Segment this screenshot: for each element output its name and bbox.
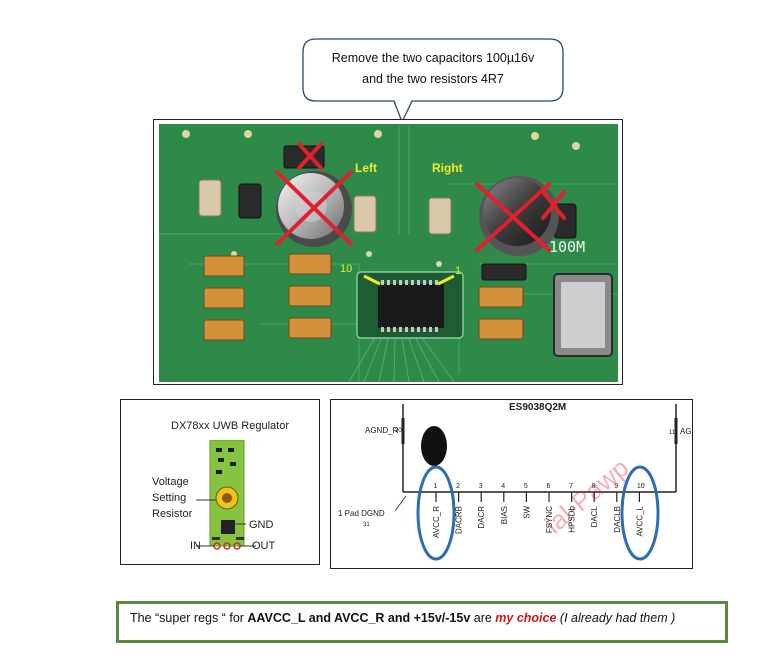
note-part-4: my choice [495, 611, 557, 625]
regulator-board [196, 440, 256, 550]
callout-line-2: and the two resistors 4R7 [362, 72, 504, 86]
pin-8-name: DACL [590, 505, 599, 527]
pin-6-name: FSYNC [545, 506, 554, 533]
regulator-title: DX78xx UWB Regulator [171, 420, 289, 432]
pin-2-number: 2 [456, 483, 460, 490]
pin-1-name: AVCC_R [432, 506, 441, 538]
avcc-r-highlight [416, 465, 456, 561]
pin-7-name: HPSDb [568, 505, 577, 532]
pad-label: 1 Pad DGND [338, 509, 385, 518]
pin-8-number: 8 [592, 483, 596, 490]
pin-10-name: AVCC_L [635, 505, 644, 536]
pin-2-name: DACRB [455, 506, 464, 534]
chip-name: ES9038Q2M [509, 402, 566, 413]
board-marking: 100M [549, 238, 585, 256]
label-voltage: Voltage [152, 476, 189, 488]
pin-9-number: 9 [614, 483, 618, 490]
pin-30-label: 30 [395, 428, 402, 434]
pin-10-number: 10 [637, 483, 645, 490]
pin-4-name: BIAS [500, 506, 509, 524]
callout-bubble [302, 38, 564, 124]
pin-1-marker [421, 426, 447, 466]
label-left: Left [355, 161, 377, 175]
pin-4-number: 4 [501, 483, 505, 490]
pin-10-label: 10 [340, 263, 352, 275]
label-resistor: Resistor [152, 508, 193, 520]
pin-1-label: 1 [455, 265, 461, 277]
voltage-setting-resistor-label: Voltage Setting Resistor [152, 474, 192, 522]
agnd-l-label: AGND_L [680, 427, 693, 436]
pcb-photo: Left Right 10 1 100M [159, 124, 618, 382]
pin-11-label: 11 [669, 430, 676, 436]
pin-9-name: DACLB [613, 506, 622, 533]
pin-5-number: 5 [524, 483, 528, 490]
pin-3-number: 3 [479, 483, 483, 490]
avcc-l-highlight [620, 465, 660, 561]
note-part-5: (I already had them ) [556, 611, 676, 625]
note-text: The “super regs “ for AAVCC_L and AVCC_R… [130, 611, 720, 625]
pin-7-number: 7 [569, 483, 573, 490]
schematic-frame: ES9038Q2M AGND_R 30 11 AGND_L 1 Pad DGND… [330, 399, 693, 569]
label-gnd: GND [249, 519, 274, 531]
note-part-1: The “super regs “ for [130, 611, 248, 625]
label-right: Right [432, 161, 463, 175]
label-setting: Setting [152, 492, 187, 504]
pin-3-name: DACR [477, 506, 486, 529]
note-part-3: are [470, 611, 496, 625]
schematic-diagram: ES9038Q2M AGND_R 30 11 AGND_L 1 Pad DGND… [338, 402, 693, 561]
callout-text: Remove the two capacitors 100µ16v and th… [312, 48, 554, 90]
pad-number: 31 [363, 522, 370, 528]
pin-1-number: 1 [434, 483, 438, 490]
agnd-r-label: AGND_R [365, 426, 399, 435]
callout-line-1: Remove the two capacitors 100µ16v [331, 51, 535, 65]
note-part-2: AAVCC_L and AVCC_R and +15v/-15v [247, 611, 471, 625]
label-out: OUT [252, 540, 276, 552]
pin-5-name: SW [522, 506, 531, 519]
note-box [116, 601, 728, 643]
label-in: IN [190, 540, 201, 552]
pin-6-number: 6 [547, 483, 551, 490]
